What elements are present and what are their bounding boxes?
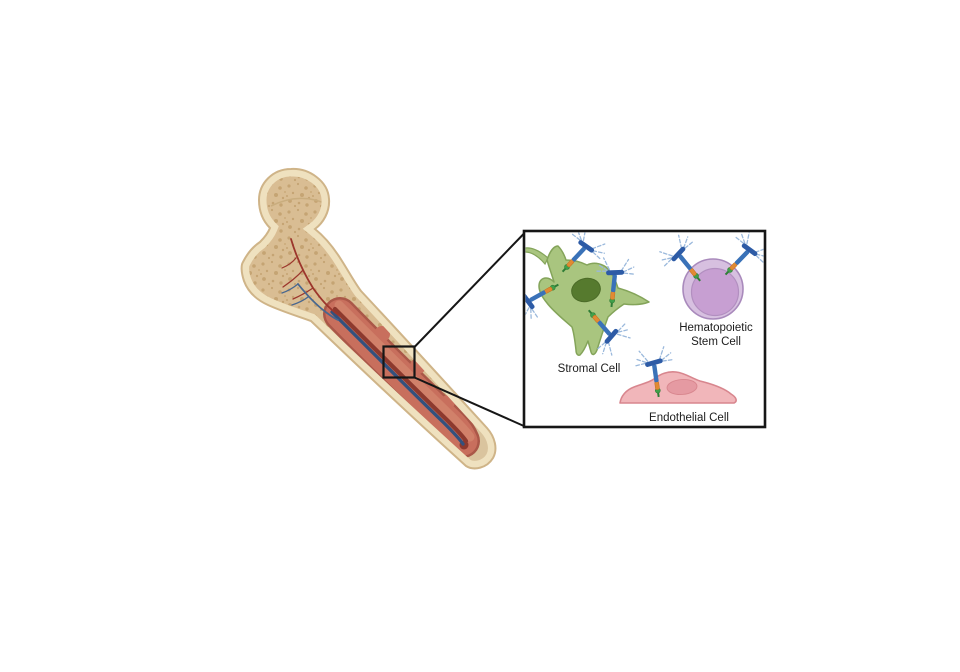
hematopoietic-stem-cell: [653, 232, 764, 320]
marrow-core-stripe: [332, 306, 469, 444]
zoom-connector-line-bottom: [414, 376, 526, 428]
zoom-connectors: [413, 231, 526, 428]
stromal-cell-arm: [525, 247, 549, 266]
stromal-cell: [525, 232, 650, 361]
femur-bone-illustration: [240, 167, 497, 470]
vein-branches: [281, 283, 339, 321]
stromal-cell-nucleus: [571, 277, 601, 303]
hsc-label-line1: Hematopoietic: [679, 322, 753, 334]
endothelial-cell-nucleus: [666, 378, 698, 396]
hsc-label-line2: Stem Cell: [691, 336, 741, 348]
stromal-cell-body: [538, 245, 650, 356]
zoom-region-box: [382, 345, 416, 379]
central-blood-vessel: [330, 310, 465, 446]
endothelial-cell: [619, 344, 737, 404]
zoom-connector-line-top: [413, 231, 526, 348]
artery-branches: [281, 238, 341, 317]
endothelial-cell-label: Endothelial Cell: [649, 412, 729, 424]
inset-panel-frame: [522, 229, 767, 429]
bone-marrow: [323, 297, 480, 458]
stromal-cell-label: Stromal Cell: [558, 363, 621, 375]
hsc-inner-body: [690, 267, 740, 317]
